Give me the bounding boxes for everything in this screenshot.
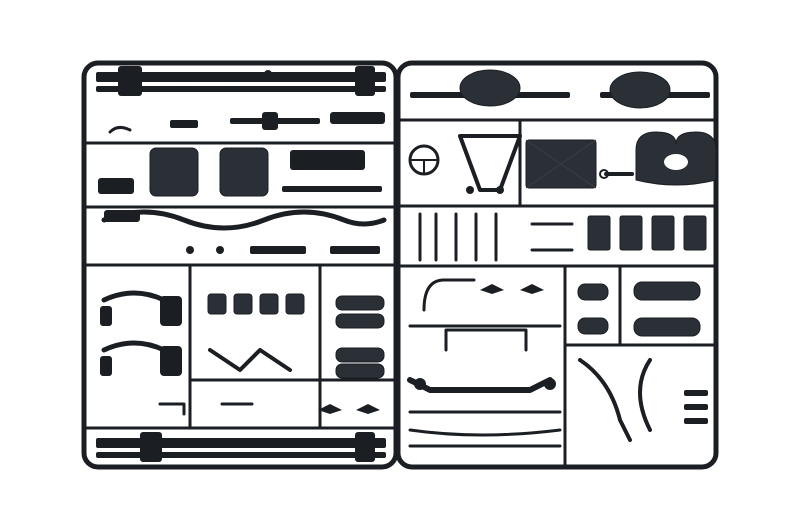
differential-housings bbox=[410, 69, 710, 109]
front-axle bbox=[407, 377, 556, 393]
battery-box bbox=[525, 139, 597, 189]
air-tanks-left-panel bbox=[335, 295, 385, 379]
air-tanks-right bbox=[577, 281, 701, 337]
fifth-wheel bbox=[599, 131, 717, 186]
mud-flaps bbox=[587, 215, 707, 251]
small-brackets-upper-left bbox=[108, 112, 385, 134]
runners bbox=[84, 118, 718, 469]
fuel-tanks bbox=[98, 147, 382, 197]
steering-wheel bbox=[408, 144, 440, 176]
rods-middle bbox=[418, 212, 574, 262]
suspension-right bbox=[578, 358, 708, 442]
pipes bbox=[408, 278, 562, 352]
lower-rods bbox=[408, 410, 562, 448]
chassis-rail-bottom bbox=[96, 432, 386, 462]
spring-modules bbox=[207, 293, 305, 372]
cross-members bbox=[101, 209, 387, 254]
small-parts-lower-left bbox=[158, 402, 380, 416]
suspension-left bbox=[100, 290, 182, 376]
steering-linkage bbox=[458, 134, 522, 194]
chassis-rail-top bbox=[96, 66, 386, 96]
